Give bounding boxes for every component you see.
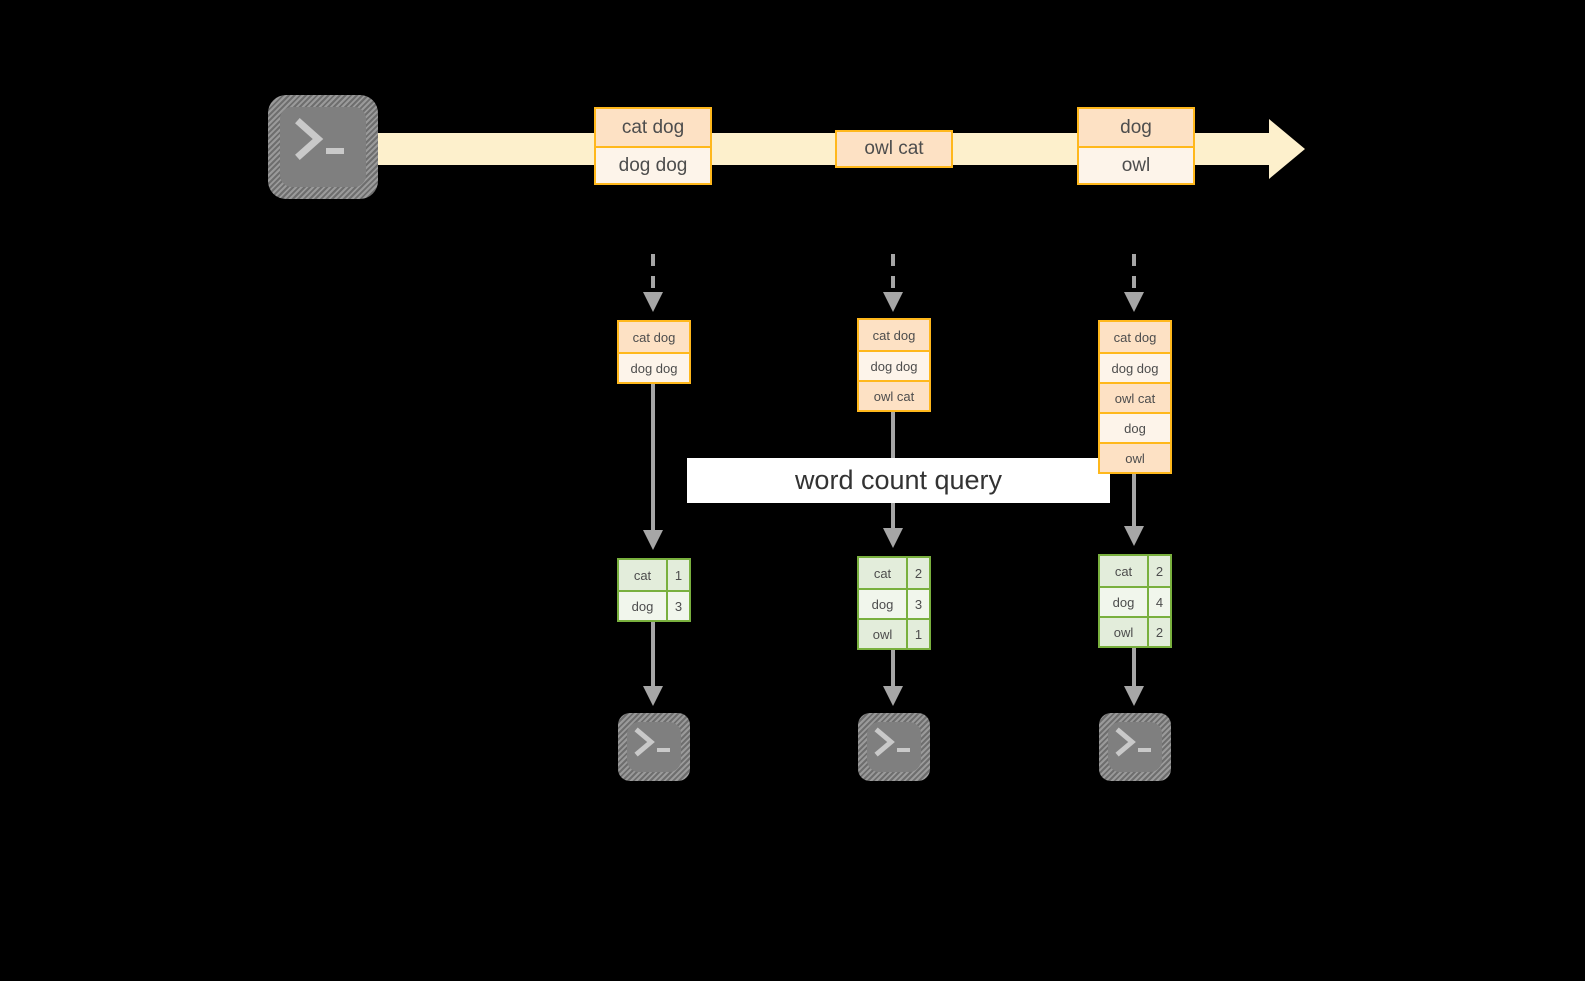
- word-counts-snapshot-2[interactable]: cat 2 dog 3 owl 1: [857, 556, 931, 650]
- count-value: 2: [1147, 556, 1170, 586]
- query-connector-1: [651, 384, 655, 530]
- sink-connector-1: [651, 622, 655, 686]
- record-line: cat dog: [859, 320, 929, 350]
- sink-connector-arrowhead-1: [643, 686, 663, 706]
- stream-record-batch-3[interactable]: dog owl: [1077, 107, 1195, 185]
- feed-connector-3: [1132, 254, 1136, 292]
- word-counts-snapshot-3[interactable]: cat 2 dog 4 owl 2: [1098, 554, 1172, 648]
- terminal-prompt-icon: [295, 118, 344, 160]
- count-row: cat 1: [619, 560, 689, 590]
- count-value: 1: [666, 560, 689, 590]
- stream-record-batch-1[interactable]: cat dog dog dog: [594, 107, 712, 185]
- record-line: dog dog: [619, 352, 689, 382]
- record-line: cat dog: [619, 322, 689, 352]
- count-row: dog 3: [859, 588, 929, 618]
- accumulated-records-snapshot-1[interactable]: cat dog dog dog: [617, 320, 691, 384]
- count-value: 4: [1147, 588, 1170, 616]
- terminal-prompt-icon: [1115, 727, 1151, 757]
- accumulated-records-snapshot-2[interactable]: cat dog dog dog owl cat: [857, 318, 931, 412]
- count-row: cat 2: [859, 558, 929, 588]
- count-value: 3: [666, 592, 689, 620]
- query-connector-arrowhead-3: [1124, 526, 1144, 546]
- query-label-band: word count query: [687, 458, 1110, 503]
- record-line: dog: [1079, 109, 1193, 146]
- count-word: owl: [1100, 618, 1147, 646]
- sink-connector-arrowhead-2: [883, 686, 903, 706]
- count-row: owl 1: [859, 618, 929, 648]
- count-word: dog: [859, 590, 906, 618]
- accumulated-records-snapshot-3[interactable]: cat dog dog dog owl cat dog owl: [1098, 320, 1172, 474]
- sink-connector-3: [1132, 648, 1136, 686]
- sink-terminal-1[interactable]: [618, 713, 690, 781]
- sink-terminal-3[interactable]: [1099, 713, 1171, 781]
- count-word: dog: [1100, 588, 1147, 616]
- count-value: 2: [906, 558, 929, 588]
- word-counts-snapshot-1[interactable]: cat 1 dog 3: [617, 558, 691, 622]
- count-value: 1: [906, 620, 929, 648]
- count-word: cat: [859, 558, 906, 588]
- count-word: owl: [859, 620, 906, 648]
- sink-connector-arrowhead-3: [1124, 686, 1144, 706]
- count-value: 2: [1147, 618, 1170, 646]
- count-row: dog 4: [1100, 586, 1170, 616]
- feed-connector-arrowhead-2: [883, 292, 903, 312]
- record-line: owl cat: [1100, 382, 1170, 412]
- query-connector-arrowhead-1: [643, 530, 663, 550]
- feed-connector-2: [891, 254, 895, 292]
- record-line: dog dog: [859, 350, 929, 380]
- feed-connector-arrowhead-3: [1124, 292, 1144, 312]
- record-line: owl cat: [837, 132, 951, 166]
- count-word: dog: [619, 592, 666, 620]
- count-value: 3: [906, 590, 929, 618]
- record-line: dog: [1100, 412, 1170, 442]
- record-line: cat dog: [1100, 322, 1170, 352]
- count-word: cat: [1100, 556, 1147, 586]
- terminal-prompt-icon: [634, 727, 670, 757]
- source-terminal[interactable]: [268, 95, 378, 199]
- record-line: owl cat: [859, 380, 929, 410]
- feed-connector-1: [651, 254, 655, 292]
- record-line: dog dog: [596, 146, 710, 183]
- sink-terminal-2[interactable]: [858, 713, 930, 781]
- count-row: dog 3: [619, 590, 689, 620]
- sink-connector-2: [891, 650, 895, 686]
- count-row: owl 2: [1100, 616, 1170, 646]
- feed-connector-arrowhead-1: [643, 292, 663, 312]
- stream-record-batch-2[interactable]: owl cat: [835, 130, 953, 168]
- terminal-prompt-icon: [874, 727, 910, 757]
- count-word: cat: [619, 560, 666, 590]
- query-connector-arrowhead-2: [883, 528, 903, 548]
- record-line: dog dog: [1100, 352, 1170, 382]
- record-line: owl: [1100, 442, 1170, 472]
- record-line: cat dog: [596, 109, 710, 146]
- stream-arrowhead: [1269, 119, 1305, 179]
- query-label: word count query: [794, 465, 1003, 495]
- query-connector-3: [1132, 474, 1136, 526]
- record-line: owl: [1079, 146, 1193, 183]
- count-row: cat 2: [1100, 556, 1170, 586]
